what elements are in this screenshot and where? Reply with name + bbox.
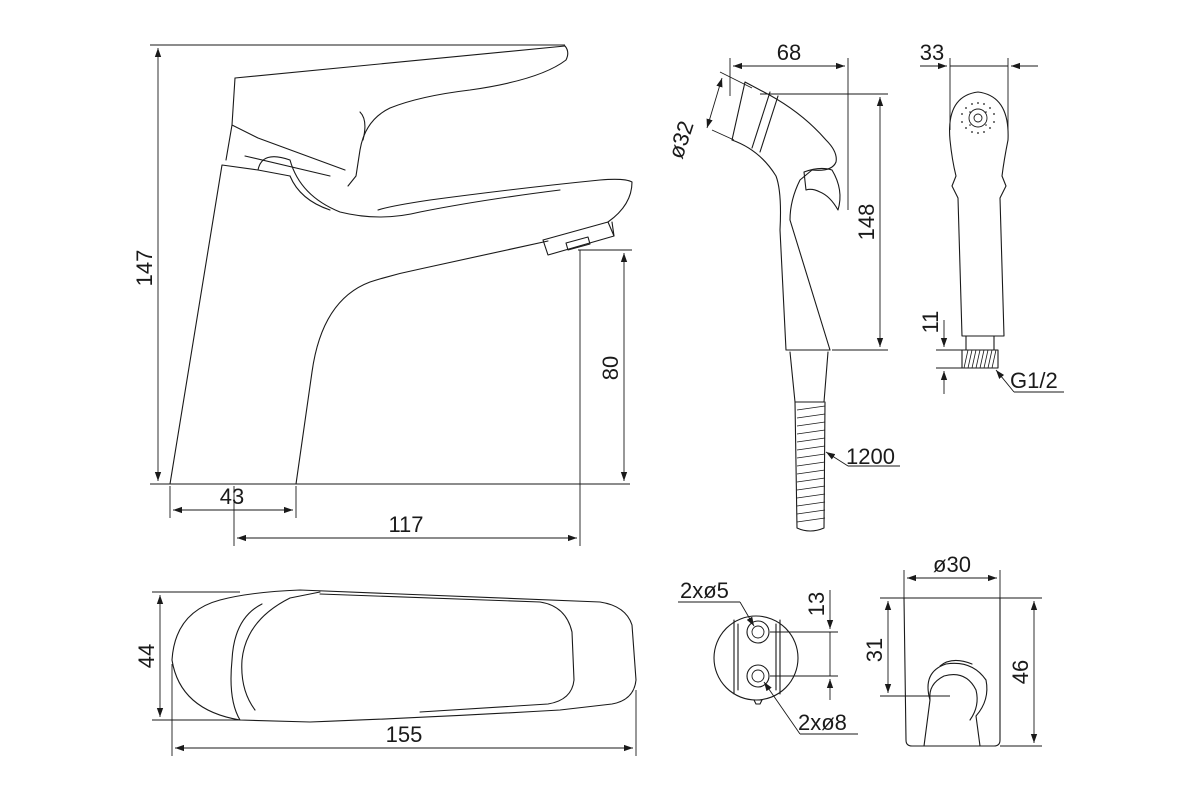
holder-large-holes-label: 2xø8 xyxy=(798,710,847,735)
shower-front-width-dim: 33 xyxy=(920,40,944,65)
bracket-height-dim: 46 xyxy=(1008,660,1033,684)
spout-reach-dim: 117 xyxy=(388,512,423,537)
top-depth-dim: 44 xyxy=(134,644,159,668)
shower-length-dim: 148 xyxy=(854,204,879,241)
top-length-dim: 155 xyxy=(386,722,423,747)
holder-small-holes-label: 2xø5 xyxy=(680,578,729,603)
hand-shower-front-view: 33 11 G1/2 xyxy=(918,40,1064,394)
thread-spec-label: G1/2 xyxy=(1010,368,1058,393)
bracket-view: ø30 31 46 xyxy=(862,552,1042,747)
spout-height-dim: 80 xyxy=(598,356,623,380)
shower-head-width-dim: 68 xyxy=(777,40,801,65)
faucet-top-view: 44 155 xyxy=(134,589,637,756)
bracket-dia-dim: ø30 xyxy=(933,552,971,577)
hose-length-dim: 1200 xyxy=(846,444,895,469)
bracket-inner-height-dim: 31 xyxy=(862,638,887,662)
faucet-height-dim: 147 xyxy=(132,250,157,287)
faucet-side-view: 147 80 43 117 xyxy=(132,44,633,546)
thread-length-dim: 11 xyxy=(918,311,943,334)
hand-shower-side-view: 68 ø32 148 1200 xyxy=(663,40,900,532)
thread-connector xyxy=(961,335,999,369)
shower-head-dia-dim: ø32 xyxy=(663,118,698,162)
base-width-dim: 43 xyxy=(220,484,244,509)
hose-segment xyxy=(794,401,826,532)
nozzle-dots xyxy=(961,102,995,134)
wall-holder-view: 2xø5 2xø8 13 xyxy=(678,578,858,735)
holder-spacing-dim: 13 xyxy=(804,592,829,616)
